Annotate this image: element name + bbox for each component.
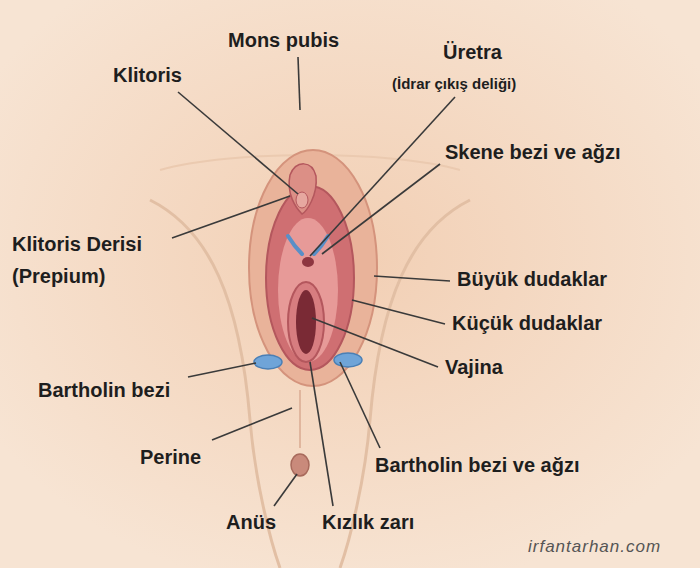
part-label: Klitoris Derisi (Prepium): [12, 228, 197, 292]
part-label: Kızlık zarı: [322, 510, 414, 534]
part-label: Klitoris: [113, 63, 182, 87]
part-label: Perine: [140, 445, 201, 469]
leader-lines: [172, 57, 455, 506]
part-label: Anüs: [226, 510, 276, 534]
part-label: Bartholin bezi: [38, 378, 170, 402]
part-label: Küçük dudaklar: [452, 311, 602, 335]
part-label: Üretra: [443, 40, 502, 64]
part-label: Bartholin bezi ve ağzı: [375, 453, 579, 477]
part-label: Vajina: [445, 355, 503, 379]
part-label: Mons pubis: [228, 28, 339, 52]
part-label: (İdrar çıkış deliği): [392, 74, 516, 93]
watermark: irfantarhan.com: [528, 535, 661, 559]
part-label: Büyük dudaklar: [457, 267, 607, 291]
part-label: Skene bezi ve ağzı: [445, 140, 621, 164]
